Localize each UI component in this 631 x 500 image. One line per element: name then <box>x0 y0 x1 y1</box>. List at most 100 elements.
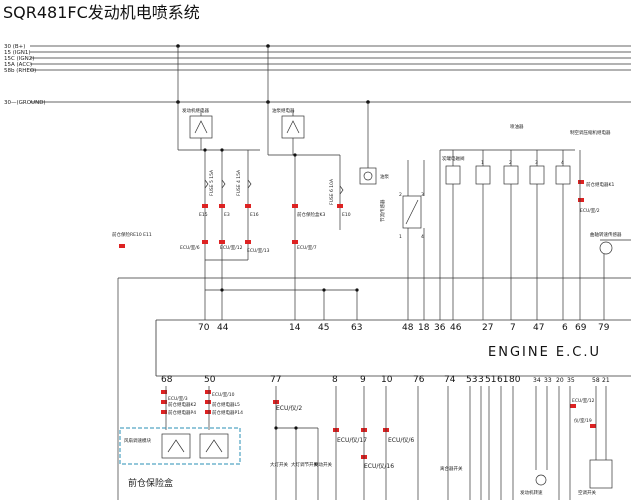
injector-4: 4 <box>561 160 564 166</box>
pin-61: 61 <box>497 375 508 385</box>
fuse-p4-label: 前仓继电器P4 <box>168 409 196 416</box>
fuse-id-e16: E16 <box>250 212 259 218</box>
pin-36: 36 <box>434 323 446 333</box>
pin-79: 79 <box>598 323 610 333</box>
pin-9: 9 <box>360 375 366 385</box>
fuel-pump-label: 油泵 <box>380 173 389 180</box>
rail-30: 30 (B+) <box>4 44 25 50</box>
label-clutch-switch: 离合器开关 <box>440 465 463 472</box>
pin-68: 68 <box>161 375 173 385</box>
pin-45: 45 <box>318 323 329 333</box>
pin-80: 80 <box>509 375 521 385</box>
sensor-pin-2: 2 <box>399 192 402 198</box>
bus-dots <box>220 288 359 292</box>
ecu-ref-11: 仪/室/19 <box>574 417 592 424</box>
ac-relay-k1-label: 前仓继电器K1 <box>586 181 614 188</box>
ecu-bottom-pins: 68 50 77 8 9 10 76 74 53 3 51 61 80 34 3… <box>161 375 610 385</box>
throttle-sensor <box>402 160 425 320</box>
pin-50: 50 <box>204 375 216 385</box>
fuse-id-e15: E15 <box>199 212 208 218</box>
injector-3: 3 <box>535 160 538 166</box>
fuse-dots <box>203 148 297 157</box>
sensor-pin-1: 1 <box>399 234 402 240</box>
fuse-k2-label: 前仓继电器K2 <box>168 401 196 408</box>
rail-dots <box>176 44 370 104</box>
bottom-dots <box>274 426 298 430</box>
sensor-pin-3: 3 <box>421 192 424 198</box>
label-brake-switch: 制动开关 <box>314 461 332 468</box>
ecu-bottom-wires <box>165 386 613 500</box>
pin-58: 58 <box>592 377 600 384</box>
pin-76: 76 <box>413 375 425 385</box>
pin-18: 18 <box>418 323 430 333</box>
pin-51: 51 <box>485 375 496 385</box>
ecu-ref-7: ECU/仪/17 <box>337 437 367 444</box>
engine-relay <box>177 46 260 151</box>
power-rails <box>30 45 631 103</box>
pin-44: 44 <box>217 323 229 333</box>
fuse-box-label: 前仓保险盒 <box>128 477 173 489</box>
fuse-id-e10: E10 <box>342 212 351 218</box>
ecu-ref-8: ECU/仪/6 <box>388 437 414 444</box>
ecu-ref-13: ECU/室/10 <box>212 391 235 398</box>
fuse-5-label: FUSE 5 15A <box>209 169 215 196</box>
pin-63: 63 <box>351 323 362 333</box>
front-fuse-box <box>119 427 241 465</box>
pin-35: 35 <box>567 377 575 384</box>
pin-6: 6 <box>562 323 568 333</box>
fuel-pump-relay <box>267 46 377 185</box>
fuse-6-label: FUSE 6 10A <box>329 178 335 205</box>
fuse-p14-label: 前仓继电器P14 <box>212 409 243 416</box>
rail-15a: 15A (ACC) <box>4 62 32 68</box>
pin-7: 7 <box>510 323 516 333</box>
pin-53: 53 <box>466 375 477 385</box>
sensor-pin-4: 4 <box>421 234 424 240</box>
throttle-sensor-label: 节流传感器 <box>379 199 386 222</box>
fan-module-label: 风扇调速模块 <box>124 437 151 444</box>
injectors <box>439 149 631 320</box>
ecu-ref-9: ECU/仪/16 <box>364 463 394 470</box>
pin-27: 27 <box>482 323 493 333</box>
ecu-ref-12: ECU/室/3 <box>168 395 188 402</box>
rail-58b: 58b (RHEO) <box>4 68 36 74</box>
pin-70: 70 <box>198 323 210 333</box>
connector-markers <box>119 180 596 459</box>
pin-74: 74 <box>444 375 456 385</box>
label-engine-speed: 发动机转速 <box>520 489 543 496</box>
fuse-4-label: FUSE 4 15A <box>236 169 242 196</box>
ecu-top-pins: 70 44 14 45 63 48 18 36 46 27 7 47 6 69 … <box>198 323 610 333</box>
injector-2: 2 <box>509 160 512 166</box>
injector-label: 喷油器 <box>510 123 524 130</box>
pin-8: 8 <box>332 375 338 385</box>
pin-69: 69 <box>575 323 587 333</box>
rail-15: 15 (IGN1) <box>4 50 31 56</box>
fuse-k3-label: 前仓保险盒K3 <box>297 211 325 218</box>
mid-bus <box>117 259 631 500</box>
ecu-box <box>155 319 631 377</box>
injector-1: 1 <box>481 160 484 166</box>
ecu-ref-2: ECU/室/12 <box>220 244 243 251</box>
pin-14: 14 <box>289 323 301 333</box>
label-headlamp-adjust: 大灯调节开关 <box>291 461 318 468</box>
fuse-id-e3: E3 <box>224 212 230 218</box>
pin-21: 21 <box>602 377 610 384</box>
rail-ground: 30—(GROUND) <box>4 100 46 106</box>
engine-relay-label: 发动机继电器 <box>182 107 209 114</box>
pin-77: 77 <box>270 375 281 385</box>
pin-10: 10 <box>381 375 393 385</box>
ecu-ref-5: ECU/室/2 <box>580 207 600 214</box>
ecu-ref-1: ECU/室/6 <box>180 244 200 251</box>
fuse-l5-label: 前仓继电器L5 <box>212 401 240 408</box>
pin-34: 34 <box>533 377 541 384</box>
label-ac-switch: 空调开关 <box>578 489 596 496</box>
ac-relay-label: 制空调压缩机继电器 <box>570 129 611 136</box>
ecu-label: ENGINE E.C.U <box>488 345 601 360</box>
canister-label: 炭罐电磁阀 <box>442 155 465 162</box>
pin-48: 48 <box>402 323 414 333</box>
pin-33: 33 <box>544 377 552 384</box>
ecu-ref-3: ECU/室/13 <box>247 247 270 254</box>
fuse-e11-label: 前仓保险RE10 E11 <box>112 231 152 238</box>
pin-20: 20 <box>556 377 564 384</box>
